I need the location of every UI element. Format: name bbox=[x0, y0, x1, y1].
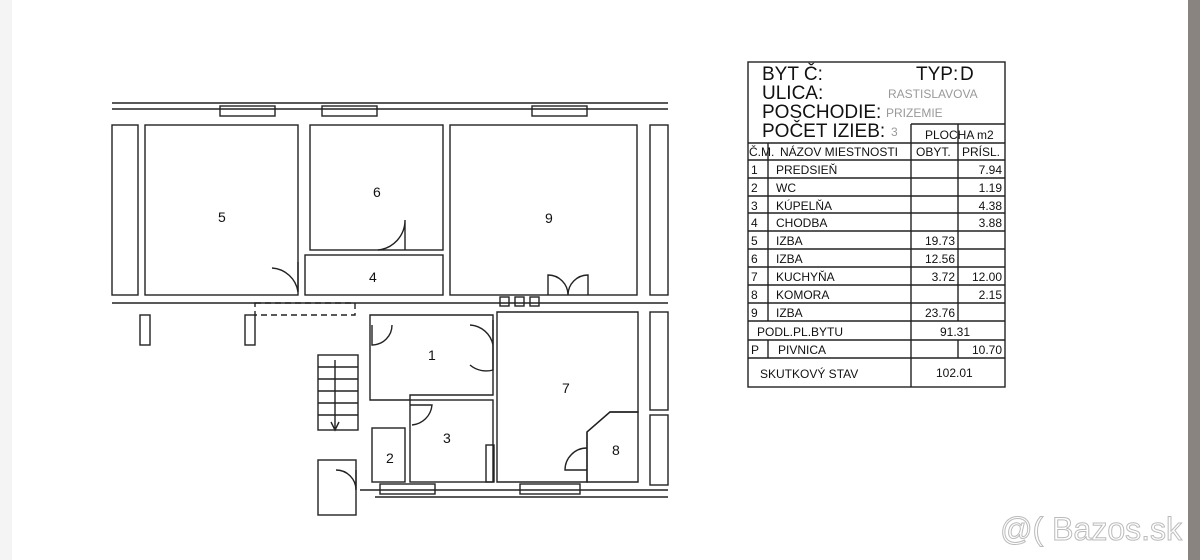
typ-value: D bbox=[960, 64, 974, 85]
skutkovy-value: 102.01 bbox=[936, 366, 973, 380]
room-label-5: 5 bbox=[218, 209, 226, 225]
table-cell-prisl: 2.15 bbox=[979, 288, 1003, 302]
table-cell-obyt: 3.72 bbox=[932, 270, 956, 284]
table-cell-obyt: 23.76 bbox=[925, 306, 955, 320]
col-nazov: NÁZOV MIESTNOSTI bbox=[780, 144, 898, 159]
table-cell-nazov: KUCHYŇA bbox=[776, 269, 835, 284]
byt-label: BYT Č: bbox=[762, 63, 823, 85]
table-cell-cm: 9 bbox=[751, 306, 758, 320]
table-cell-cm: 5 bbox=[751, 234, 758, 248]
walls bbox=[111, 102, 669, 516]
table-cell-cm: 2 bbox=[751, 181, 758, 195]
table-cell-obyt: 19.73 bbox=[925, 234, 955, 248]
pivnica-label: PIVNICA bbox=[778, 343, 826, 357]
table-cell-nazov: KÚPELŇA bbox=[776, 198, 832, 213]
ulica-label: ULICA: bbox=[762, 83, 823, 104]
table-cell-nazov: PREDSIEŇ bbox=[776, 162, 837, 177]
col-prisl: PRÍSL. bbox=[962, 144, 1000, 159]
table-cell-cm: 8 bbox=[751, 288, 758, 302]
table-cell-obyt: 12.56 bbox=[925, 252, 955, 266]
table-cell-cm: 1 bbox=[751, 163, 758, 177]
podl-label: PODL.PL.BYTU bbox=[757, 325, 843, 339]
room-label-4: 4 bbox=[369, 269, 377, 285]
room-labels: 5 6 9 4 1 7 3 2 8 bbox=[218, 184, 620, 466]
scan-edge-left bbox=[0, 0, 12, 560]
room-label-6: 6 bbox=[373, 184, 381, 200]
col-obyt: OBYT. bbox=[916, 145, 951, 159]
ulica-value: RASTISLAVOVA bbox=[888, 87, 978, 101]
pocet-label: POČET IZIEB: bbox=[762, 120, 885, 142]
table-cell-cm: 3 bbox=[751, 199, 758, 213]
podl-value: 91.31 bbox=[940, 325, 970, 339]
plocha-label: PLOCHA m2 bbox=[925, 128, 994, 142]
table-cell-prisl: 4.38 bbox=[979, 199, 1003, 213]
watermark-logo: @( Bazos.sk bbox=[1000, 511, 1183, 548]
table-cell-cm: 4 bbox=[751, 216, 758, 230]
room-label-1: 1 bbox=[428, 347, 436, 363]
stairs bbox=[317, 354, 359, 432]
table-cell-cm: 7 bbox=[751, 270, 758, 284]
table-cell-cm: 6 bbox=[751, 252, 758, 266]
table-cell-prisl: 1.19 bbox=[979, 181, 1003, 195]
poschodie-label: POSCHODIE: bbox=[762, 102, 881, 123]
table-cell-prisl: 12.00 bbox=[972, 270, 1002, 284]
room-label-3: 3 bbox=[443, 430, 451, 446]
table-cell-prisl: 3.88 bbox=[979, 216, 1003, 230]
table-cell-nazov: IZBA bbox=[776, 306, 803, 320]
room-label-2: 2 bbox=[386, 450, 394, 466]
skutkovy-label: SKUTKOVÝ STAV bbox=[760, 366, 858, 381]
table-cell-nazov: WC bbox=[776, 181, 796, 195]
poschodie-value: PRIZEMIE bbox=[886, 106, 943, 120]
room-label-8: 8 bbox=[612, 442, 620, 458]
typ-label: TYP: bbox=[916, 64, 958, 85]
table-cell-nazov: IZBA bbox=[776, 234, 803, 248]
table-cell-prisl: 7.94 bbox=[979, 163, 1003, 177]
pocet-value: 3 bbox=[891, 125, 898, 139]
room-label-7: 7 bbox=[562, 380, 570, 396]
col-cm: Č.M. bbox=[749, 144, 774, 159]
scan-edge-right bbox=[1188, 0, 1200, 560]
pivnica-cm: P bbox=[751, 343, 759, 357]
table-rows: 1 PREDSIEŇ 7.94 2 WC 1.19 3 KÚPELŇA 4.38 4 CHODBA 3… bbox=[751, 162, 1002, 320]
pivnica-value: 10.70 bbox=[972, 343, 1002, 357]
area-table: BYT Č: TYP: D ULICA: RASTISLAVOVA POSCHO… bbox=[747, 61, 1006, 388]
table-cell-nazov: CHODBA bbox=[776, 216, 827, 230]
room-label-9: 9 bbox=[545, 210, 553, 226]
table-cell-nazov: KOMORA bbox=[776, 288, 829, 302]
doors bbox=[271, 219, 589, 491]
table-cell-nazov: IZBA bbox=[776, 252, 803, 266]
